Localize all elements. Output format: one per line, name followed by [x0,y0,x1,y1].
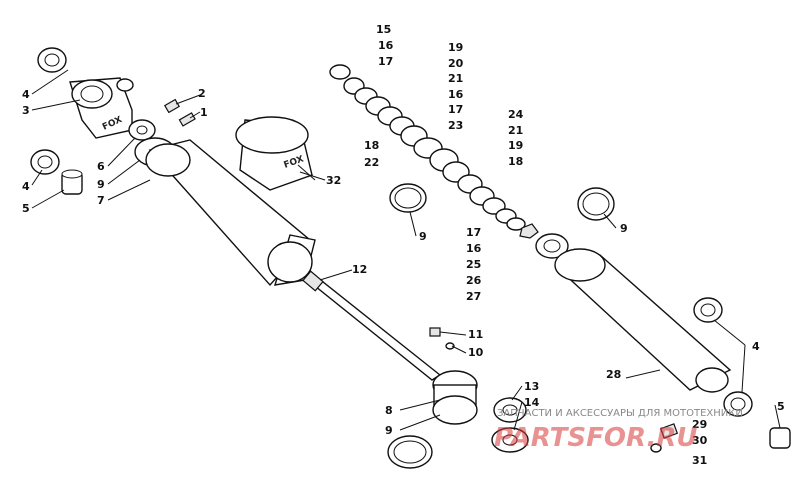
shim-stack [329,64,539,239]
callout-5-right: 5 [777,400,785,413]
callout-1: 1 [200,106,208,119]
callout-24: 24 [508,108,524,121]
sleeve-5 [61,169,83,195]
callout-22: 22 [364,156,379,169]
oring-9-middle [389,183,427,213]
callout-14: 14 [524,396,540,409]
callout-27: 27 [466,290,481,303]
callout-13: 13 [524,380,539,393]
fitting-2 [163,98,181,114]
callout-26: 26 [466,274,482,287]
callout-4-left: 4 [22,180,30,193]
callout-6: 6 [97,160,105,173]
spring-clip-32: FOX [235,116,313,191]
upper-bushing-top [37,47,67,73]
callout-23: 23 [448,119,463,132]
callout-9-left: 9 [97,178,105,191]
callout-4-right: 4 [752,340,760,353]
callout-9-bottom: 9 [385,424,393,437]
callout-21-right: 21 [508,124,523,137]
leader-lines [31,69,781,431]
shaft-12 [302,270,442,381]
callout-17-bottom: 17 [466,226,481,239]
callout-29: 29 [692,418,707,431]
callout-21-top: 21 [448,72,463,85]
callout-18-right: 18 [508,155,523,168]
watermark-logo: PARTSFOR.RU [494,423,697,453]
callout-5-left: 5 [22,202,30,215]
callout-25: 25 [466,258,481,271]
bushing-4-bottom [723,391,753,417]
callout-19-top: 19 [448,41,463,54]
callout-15: 15 [376,23,391,36]
callout-4-top: 4 [22,88,30,101]
callout-9-middle: 9 [419,230,427,243]
callout-18-left: 18 [364,139,379,152]
callout-16-top: 16 [378,39,394,52]
washer-10 [445,342,455,350]
callout-3: 3 [22,104,30,117]
watermark-caption: ЗАПЧАСТИ И АКСЕССУАРЫ ДЛЯ МОТОТЕХНИКИ [497,408,743,419]
callout-19-right: 19 [508,139,523,152]
sleeve-5-right [769,427,791,449]
oring-9-right [577,187,615,221]
piston-8 [432,370,478,425]
callout-31: 31 [692,454,707,467]
callout-10: 10 [468,346,484,359]
callout-28: 28 [606,368,621,381]
callout-17-top: 17 [378,55,393,68]
callout-16-bottom: 16 [466,242,482,255]
valve-29-30 [650,423,679,453]
callout-30: 30 [692,434,708,447]
reservoir-body-28 [554,248,732,393]
callouts: 2 1 4 3 4 5 6 9 7 32 12 11 10 8 9 13 14 … [22,23,785,467]
callout-8: 8 [385,404,393,417]
callout-2: 2 [198,87,206,100]
washer-6 [128,119,156,141]
bumper-14 [491,427,529,453]
oring-9-bottom [387,435,433,469]
upper-mount-eye: FOX [69,77,134,139]
callout-17-mid: 17 [448,103,463,116]
callout-11: 11 [468,328,483,341]
lower-bushing-4 [30,149,60,175]
callout-12: 12 [352,263,367,276]
nut-11 [429,327,441,337]
reservoir-cap-27 [535,233,569,259]
callout-7: 7 [97,194,105,207]
watermark: ЗАПЧАСТИ И АКСЕССУАРЫ ДЛЯ МОТОТЕХНИКИ PA… [494,408,743,453]
bushing-4-right [693,297,723,323]
callout-9-right: 9 [620,222,628,235]
valve-1 [178,112,196,127]
callout-16-mid: 16 [448,88,464,101]
callout-20: 20 [448,57,464,70]
callout-32: 32 [326,174,341,187]
main-body-7 [145,139,316,287]
